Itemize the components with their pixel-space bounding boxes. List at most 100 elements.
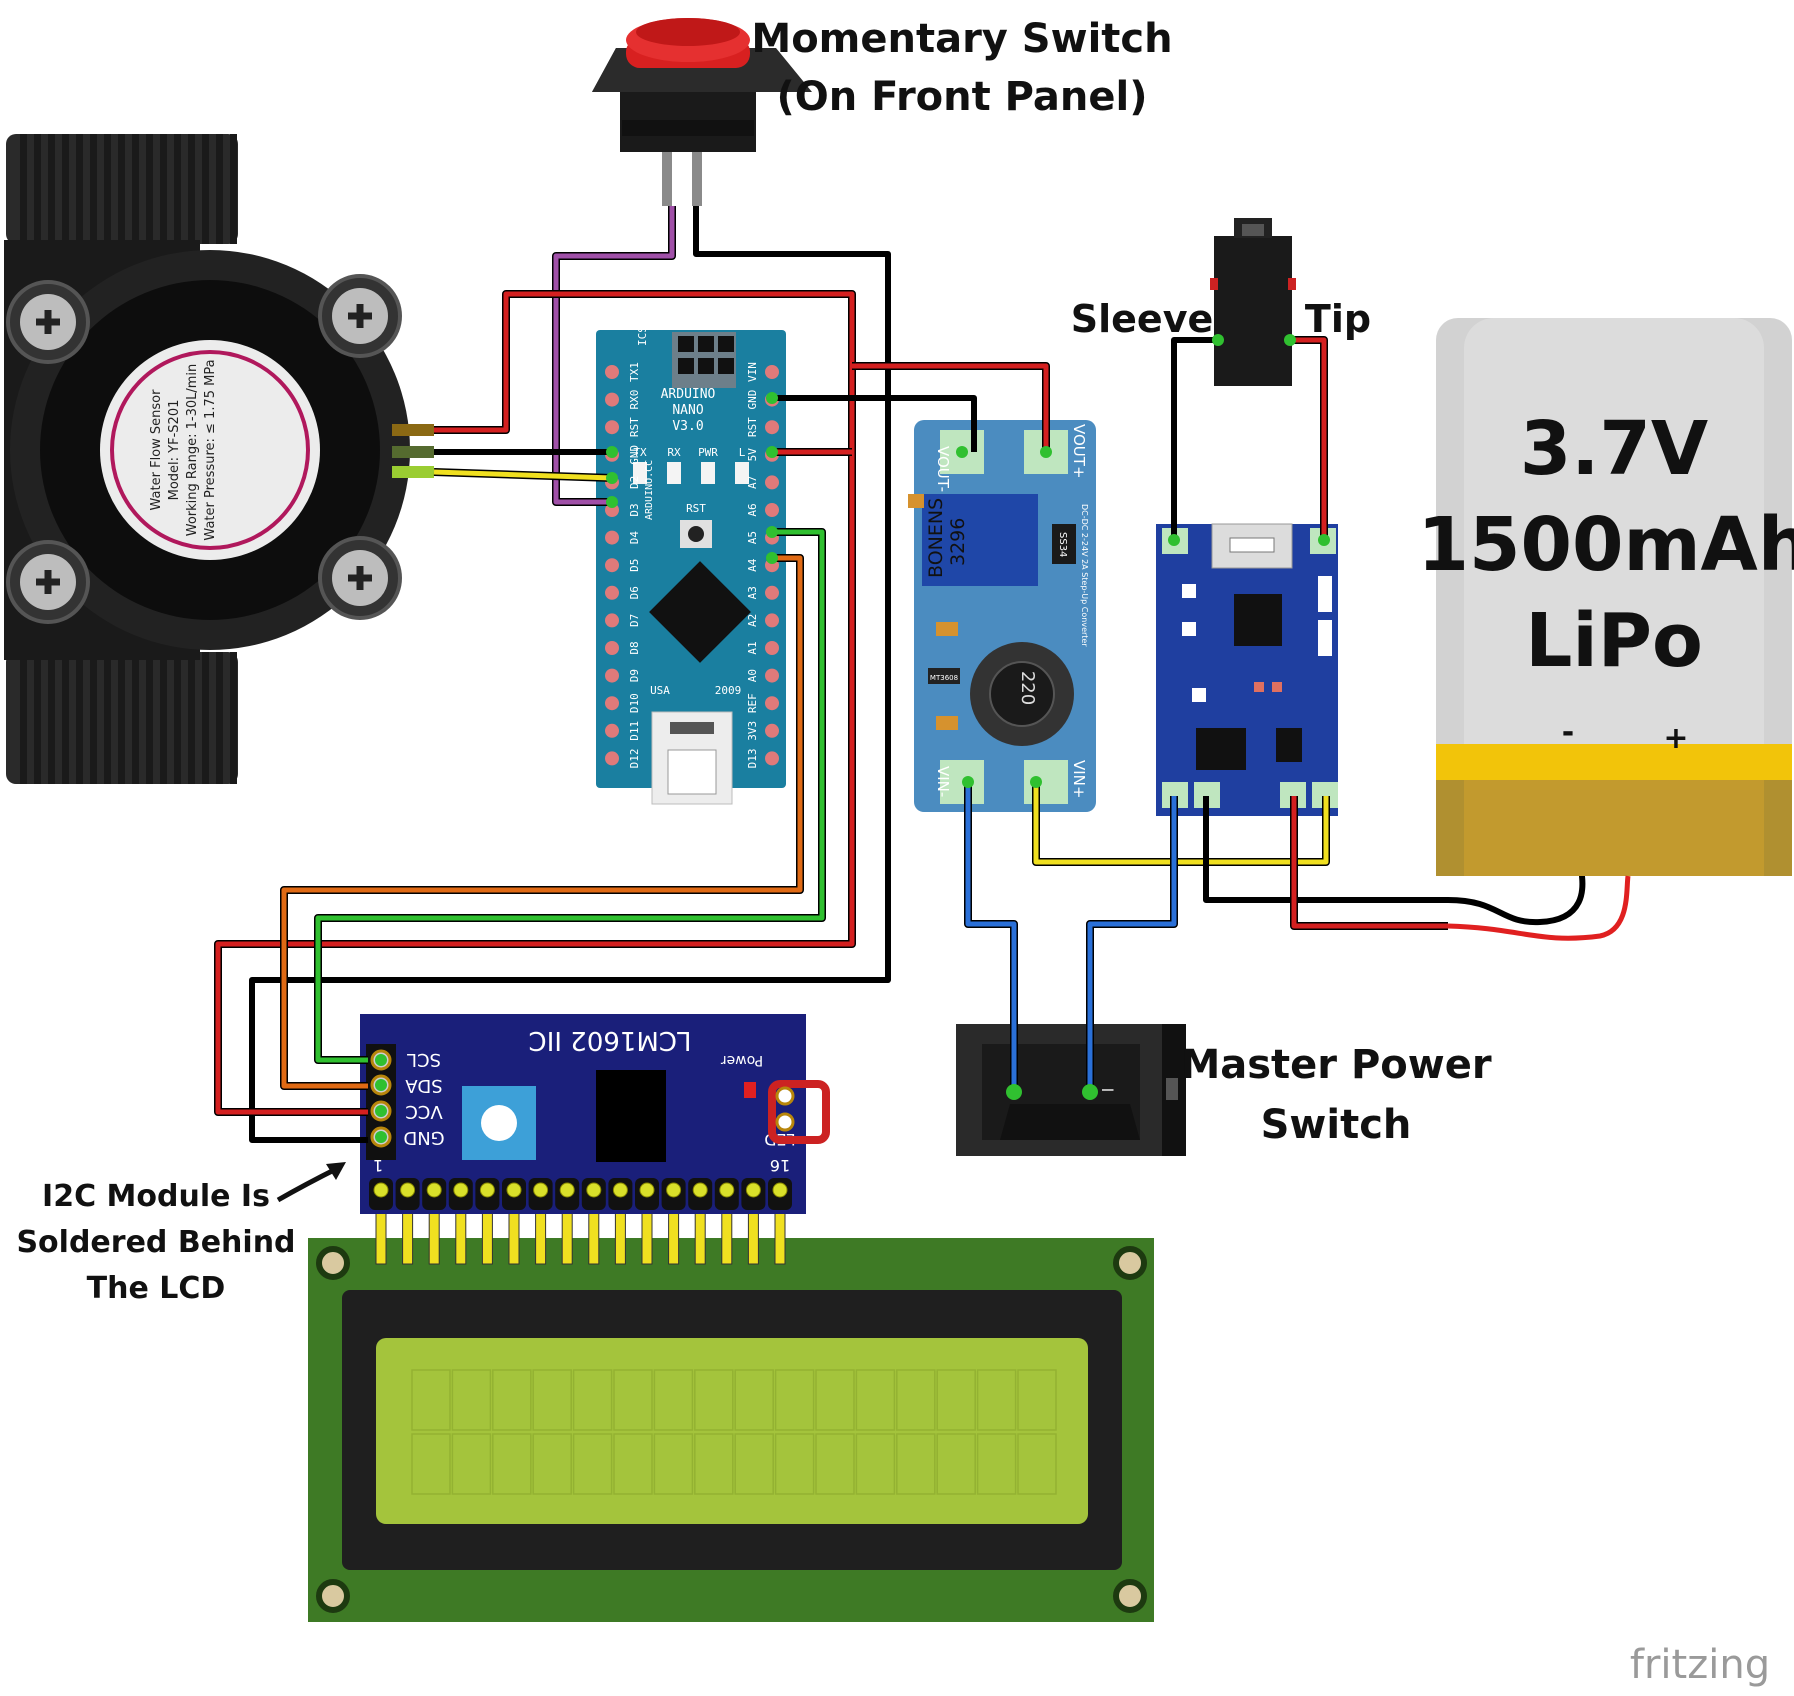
boost-vin-plus: VIN+ <box>1070 760 1088 798</box>
arduino-pin-left[interactable] <box>605 530 619 545</box>
wire-red-vout <box>852 363 1049 452</box>
i2c-header-pad <box>639 1182 655 1198</box>
arduino-pin-left[interactable] <box>605 751 619 766</box>
chip-label: MT3608 <box>930 674 958 682</box>
i2c-header-pad <box>426 1182 442 1198</box>
arduino-pin-label: D5 <box>628 559 641 572</box>
i2c-pin-sda: SDA <box>405 1075 443 1096</box>
wire-red <box>215 291 855 1115</box>
lcd-char-cell <box>613 1433 653 1495</box>
boost-converter: VOUT- VOUT+ VIN- VIN+ BONENS 3296 SS34 D… <box>908 420 1096 812</box>
arduino-pin-left[interactable] <box>605 641 619 655</box>
lcd-char-cell <box>572 1433 613 1495</box>
battery-voltage: 3.7V <box>1520 406 1708 492</box>
master-power-switch[interactable]: I <box>956 1024 1186 1156</box>
arduino-pin-right[interactable] <box>765 585 779 600</box>
arduino-pin-right[interactable] <box>765 696 779 711</box>
arduino-pin-left[interactable] <box>605 668 619 683</box>
wire-red-tip-outline <box>1290 336 1328 540</box>
i2c-note-line3: The LCD <box>87 1271 226 1306</box>
arduino-pin-label: RST <box>746 417 759 437</box>
arduino-rst-label: RST <box>686 502 706 515</box>
wire-yellow-vin <box>1033 782 1329 865</box>
screw-icon <box>6 540 90 624</box>
arduino-pin-right[interactable] <box>765 613 779 628</box>
i2c-header-pad <box>745 1182 761 1198</box>
arduino-pin-label: VIN <box>746 362 759 382</box>
arduino-pin-right[interactable] <box>765 723 779 738</box>
thread-ridge <box>20 134 27 244</box>
thread-ridge <box>118 652 125 784</box>
i2c-header-pad <box>453 1182 469 1198</box>
arduino-pin-left[interactable] <box>605 558 619 573</box>
thread-ridge <box>202 652 209 784</box>
potentiometer[interactable] <box>922 494 1038 586</box>
arduino-pin-right[interactable] <box>765 751 779 766</box>
arduino-pin-label: D8 <box>628 641 641 654</box>
arduino-pin-label: D10 <box>628 693 641 713</box>
icsp-label: ICSP <box>636 319 649 346</box>
master-switch-label: Master Power <box>1180 1042 1491 1088</box>
arduino-pin-right[interactable] <box>765 365 779 379</box>
arduino-pin-left[interactable] <box>605 420 619 435</box>
lipo-battery: 3.7V 1500mAh LiPo - + <box>1417 318 1794 876</box>
arduino-pin-label: D11 <box>628 721 641 741</box>
thread-ridge <box>174 652 181 784</box>
arduino-pin-right[interactable] <box>765 420 779 435</box>
arduino-pin-left[interactable] <box>605 365 619 379</box>
arduino-pin-right[interactable] <box>765 641 779 655</box>
screw-icon <box>318 274 402 358</box>
reset-button[interactable] <box>688 526 704 542</box>
i2c-module-title: LCM1602 IIC <box>529 1025 692 1055</box>
switch-mark: I <box>1098 1088 1117 1093</box>
arduino-pin-right[interactable] <box>765 475 779 490</box>
arduino-pin-right[interactable] <box>765 503 779 517</box>
thread-ridge <box>20 652 27 784</box>
thread-ridge <box>160 652 167 784</box>
thread-ridge <box>34 134 41 244</box>
arduino-pin-label: GND <box>746 390 759 410</box>
screw-icon <box>318 536 402 620</box>
i2c-header-pad <box>772 1182 788 1198</box>
arrow-head-icon <box>326 1162 346 1180</box>
arduino-pin-right[interactable] <box>765 668 779 683</box>
arduino-pin-label: D4 <box>628 531 641 545</box>
arduino-pins: TX1RX0RSTGNDD2D3D4D5D6D7D8D9D10D11D12VIN… <box>605 362 779 768</box>
arduino-pin-label: A5 <box>746 531 759 544</box>
arduino-pin-label: D9 <box>628 669 641 682</box>
arduino-pin-left[interactable] <box>605 613 619 628</box>
lcd-char-cell <box>896 1433 936 1495</box>
arduino-pin-label: RX0 <box>628 390 641 410</box>
i2c-pin-scl: SCL <box>407 1049 441 1070</box>
i2c-header-pad <box>479 1182 495 1198</box>
arduino-pin-left[interactable] <box>605 585 619 600</box>
arduino-pin-left[interactable] <box>605 696 619 711</box>
i2c-header-pad <box>666 1182 682 1198</box>
lcd-char-cell <box>572 1369 613 1431</box>
arduino-pin-left[interactable] <box>605 392 619 407</box>
thread-ridge <box>216 134 223 244</box>
thread-ridge <box>230 134 237 244</box>
i2c-header-pad <box>559 1182 575 1198</box>
lcd-char-cell <box>855 1369 896 1431</box>
momentary-switch[interactable] <box>592 18 812 206</box>
i2c-header-strip <box>369 1178 792 1210</box>
lcd-character-grid <box>411 1369 1057 1495</box>
i2c-note-line1: I2C Module Is <box>42 1179 270 1214</box>
water-flow-sensor: Water Flow Sensor Model: YF-S201 Working… <box>4 134 434 784</box>
i2c-pin-vcc: VCC <box>405 1101 442 1122</box>
arduino-brand: ARDUINO.CC <box>644 460 655 520</box>
sensor-label: Water Flow Sensor Model: YF-S201 Working… <box>149 359 218 540</box>
lcd-char-cell <box>492 1369 532 1431</box>
thread-ridge <box>118 134 125 244</box>
lcd-char-cell <box>653 1433 694 1495</box>
sensor-label-line1: Water Flow Sensor <box>149 389 164 511</box>
arduino-pin-left[interactable] <box>605 723 619 738</box>
boost-vin-minus: VIN- <box>934 766 952 797</box>
thread-ridge <box>76 134 83 244</box>
arduino-pin-label: GND <box>628 445 641 465</box>
wire-red-batt <box>1291 796 1448 929</box>
i2c-power-label: Power <box>721 1052 764 1068</box>
